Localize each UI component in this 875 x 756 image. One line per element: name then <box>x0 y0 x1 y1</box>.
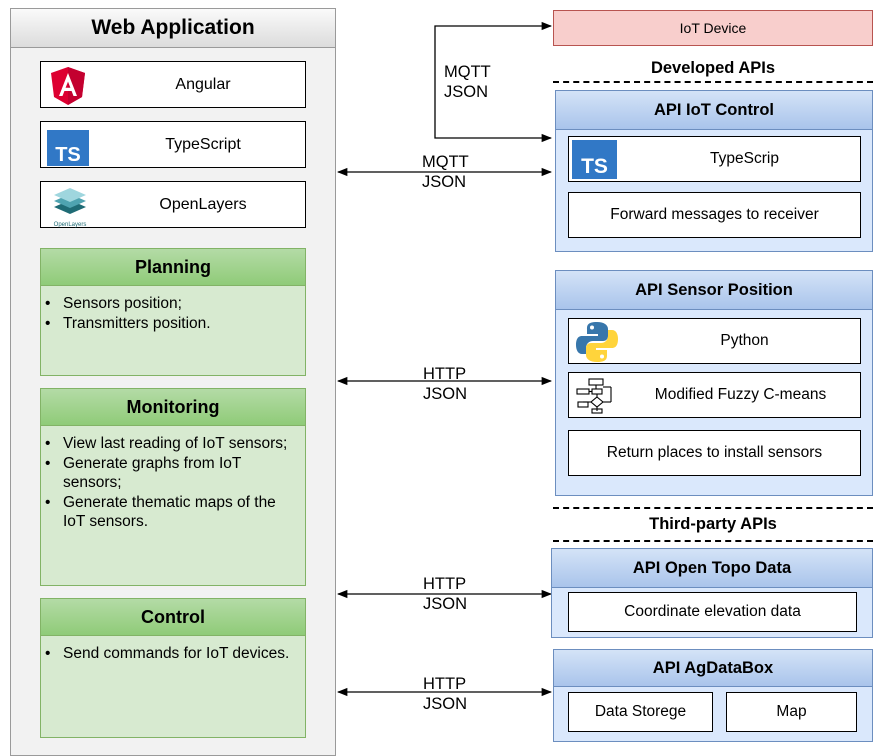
python-icon <box>575 321 619 368</box>
protocol-label: MQTT <box>422 153 469 171</box>
format-label: JSON <box>423 695 468 713</box>
module-item-list: Sensors position; Transmitters position. <box>41 286 305 333</box>
http-json-label: HTTP JSON <box>423 574 467 614</box>
angular-icon <box>49 66 87 111</box>
flowchart-icon <box>575 378 615 419</box>
api-function-box: Forward messages to receiver <box>568 192 861 238</box>
list-item: Generate graphs from IoT sensors; <box>45 454 295 493</box>
section-divider <box>553 81 873 83</box>
protocol-label: MQTT <box>444 63 491 81</box>
api-title: API Sensor Position <box>556 271 872 310</box>
api-title: API IoT Control <box>556 91 872 130</box>
protocol-label: HTTP <box>423 365 467 383</box>
typescript-icon: TS <box>47 130 89 171</box>
module-monitoring: Monitoring View last reading of IoT sens… <box>40 388 306 586</box>
api-tech-label: Python <box>720 332 769 349</box>
technology-label: TypeScript <box>165 135 241 153</box>
api-algorithm-label: Modified Fuzzy C-means <box>654 386 827 403</box>
module-item-list: View last reading of IoT sensors; Genera… <box>41 426 295 532</box>
format-label: JSON <box>423 385 468 403</box>
iot-device-connector <box>434 21 553 143</box>
api-function-box: Coordinate elevation data <box>568 592 857 632</box>
http-json-label: HTTP JSON <box>423 674 467 714</box>
web-application-title: Web Application <box>10 8 336 48</box>
api-function-box: Return places to install sensors <box>568 430 861 476</box>
api-tech-typescript: TS TypeScrip <box>568 136 861 182</box>
mqtt-json-label: MQTT JSON <box>444 62 491 102</box>
protocol-label: HTTP <box>423 675 467 693</box>
svg-text:TS: TS <box>581 155 608 178</box>
api-title: API Open Topo Data <box>552 549 872 588</box>
developed-apis-title: Developed APIs <box>650 59 776 77</box>
openlayers-logo-text: OpenLayers <box>53 222 87 228</box>
third-party-apis-title: Third-party APIs <box>649 515 777 533</box>
mqtt-json-label: MQTT JSON <box>422 152 469 192</box>
technology-openlayers: OpenLayers OpenLayers <box>40 181 306 228</box>
list-item: View last reading of IoT sensors; <box>45 434 295 454</box>
api-tech-label: TypeScrip <box>710 150 779 167</box>
iot-device-box: IoT Device <box>553 10 873 46</box>
api-tech-python: Python <box>568 318 861 364</box>
http-json-label: HTTP JSON <box>423 364 467 404</box>
api-algorithm-box: Modified Fuzzy C-means <box>568 372 861 418</box>
api-item-box: Map <box>726 692 857 732</box>
svg-text:TS: TS <box>55 144 81 166</box>
protocol-label: HTTP <box>423 575 467 593</box>
format-label: JSON <box>444 83 489 101</box>
module-control: Control Send commands for IoT devices. <box>40 598 306 738</box>
module-title: Control <box>41 599 305 636</box>
module-item-list: Send commands for IoT devices. <box>41 636 295 664</box>
typescript-icon: TS <box>572 140 617 184</box>
technology-typescript: TS TypeScript <box>40 121 306 168</box>
openlayers-icon: OpenLayers <box>47 186 93 228</box>
module-title: Monitoring <box>41 389 305 426</box>
technology-label: Angular <box>175 75 231 93</box>
api-title: API AgDataBox <box>554 650 872 687</box>
module-planning: Planning Sensors position; Transmitters … <box>40 248 306 376</box>
list-item: Generate thematic maps of the IoT sensor… <box>45 493 295 532</box>
section-divider <box>553 540 873 542</box>
list-item: Transmitters position. <box>45 314 305 334</box>
list-item: Sensors position; <box>45 294 305 314</box>
section-divider <box>553 507 873 509</box>
technology-label: OpenLayers <box>159 195 247 213</box>
module-title: Planning <box>41 249 305 286</box>
api-item-box: Data Storege <box>568 692 713 732</box>
format-label: JSON <box>422 173 467 191</box>
format-label: JSON <box>423 595 468 613</box>
list-item: Send commands for IoT devices. <box>45 644 295 664</box>
technology-angular: Angular <box>40 61 306 108</box>
